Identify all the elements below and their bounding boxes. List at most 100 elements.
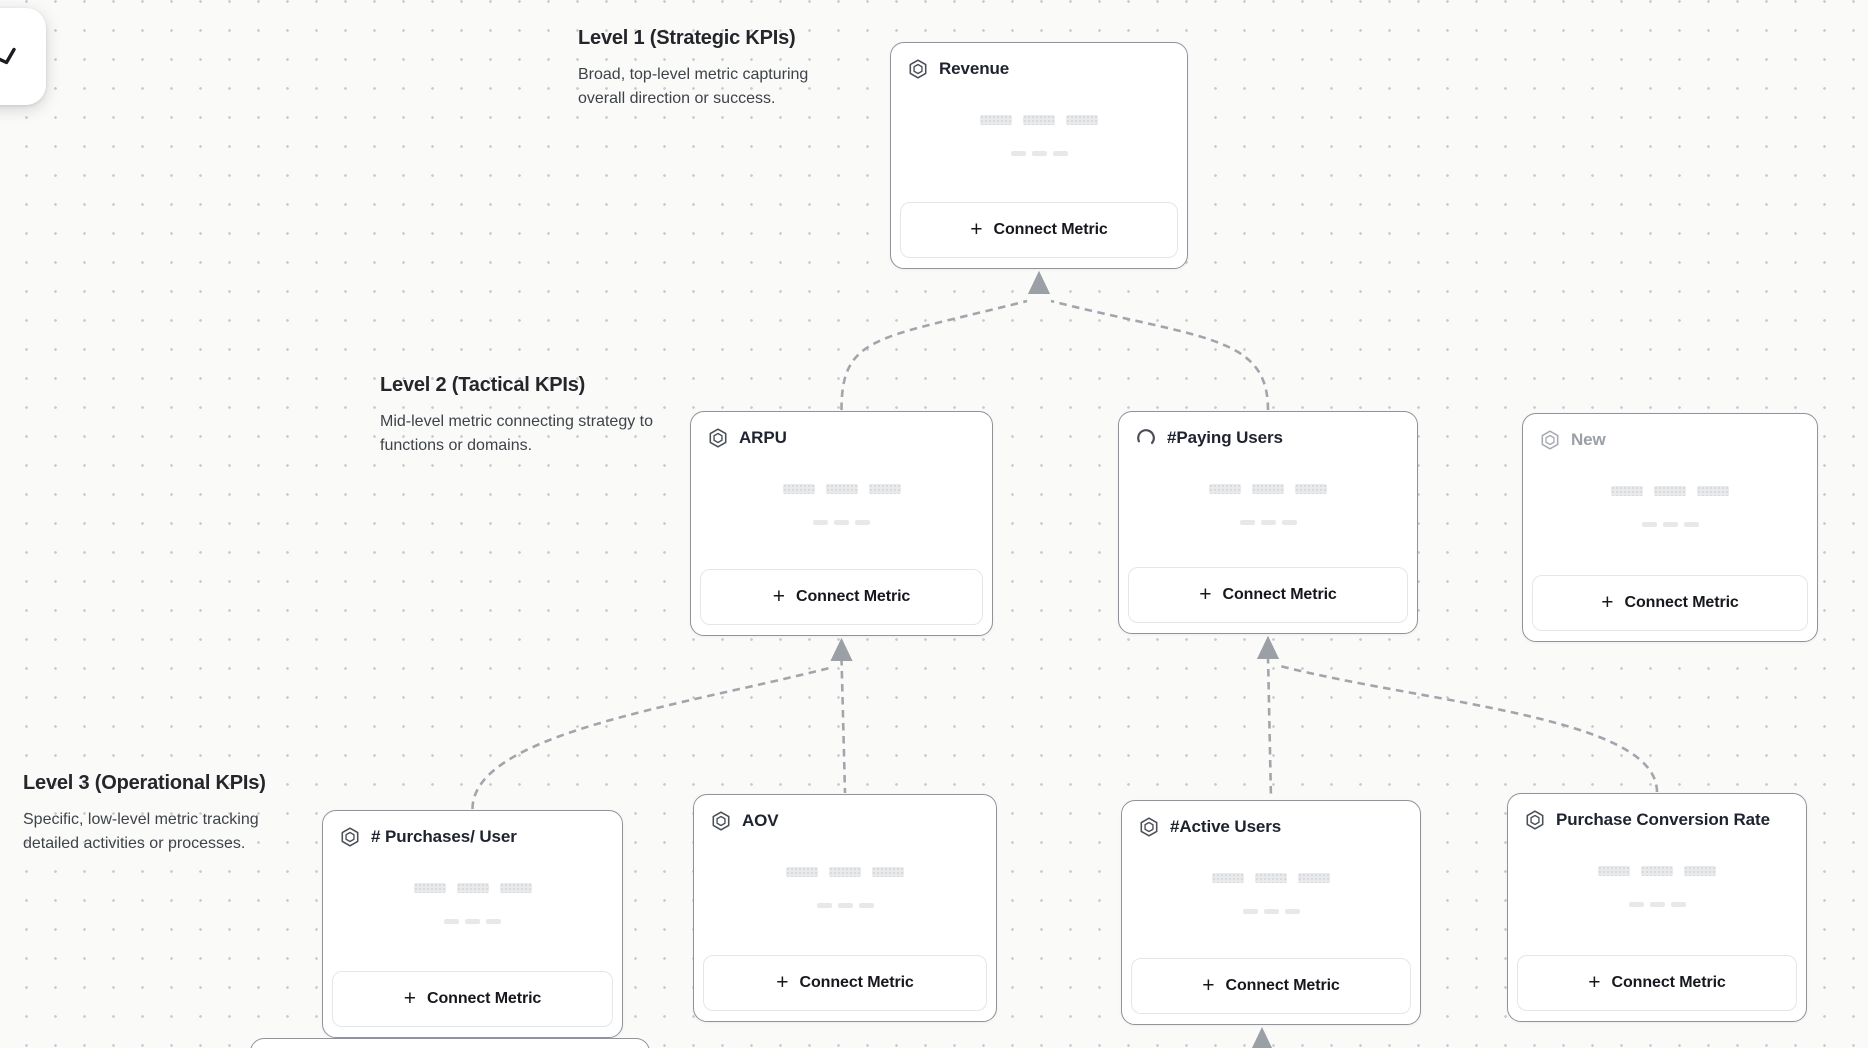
arrowhead-icon <box>1028 271 1050 294</box>
connect-metric-label: Connect Metric <box>1222 586 1337 603</box>
metric-card-title: #Paying Users <box>1167 428 1283 447</box>
arrowhead-icon <box>830 638 853 661</box>
skeleton-bar <box>872 867 904 877</box>
level-section-description: Broad, top-level metric capturing overal… <box>578 66 809 107</box>
metric-card-paying-users[interactable]: #Paying Users + Connect Metric <box>1118 411 1418 634</box>
hexagon-icon <box>1140 817 1158 837</box>
arrowhead-icon <box>830 638 853 661</box>
skeleton-bar <box>813 520 828 525</box>
level-section-title: Level 3 (Operational KPIs) <box>23 772 266 794</box>
edge-purchase-conversion-rate-to-paying-users <box>1279 664 1659 793</box>
toolbar-button[interactable] <box>0 8 46 105</box>
skeleton-bar <box>1683 522 1699 527</box>
metric-card-title: AOV <box>742 811 779 830</box>
skeleton-bar <box>486 919 501 924</box>
level-section: Level 3 (Operational KPIs) Specific, low… <box>23 772 299 856</box>
skeleton-bar <box>980 115 1012 125</box>
skeleton-bar <box>1295 484 1327 494</box>
skeleton-bar <box>1252 484 1284 494</box>
metric-card-purchases-user[interactable]: # Purchases/ User + Connect Metric <box>322 810 623 1038</box>
skeleton-bar <box>1654 486 1686 496</box>
metric-skeleton <box>1119 484 1417 525</box>
connect-metric-button[interactable]: + Connect Metric <box>900 202 1178 258</box>
metric-card-new[interactable]: New + Connect Metric <box>1522 413 1818 642</box>
skeleton-bar <box>456 883 489 893</box>
skeleton-bar <box>1611 486 1643 496</box>
connect-metric-label: Connect Metric <box>1624 594 1739 611</box>
skeleton-bar <box>1010 151 1026 156</box>
metric-card-header: Revenue <box>891 43 1187 80</box>
skeleton-bar <box>1242 909 1258 914</box>
arrowhead-icon <box>1251 1027 1273 1048</box>
hexagon-icon <box>1541 430 1559 450</box>
level-section: Level 1 (Strategic KPIs) Broad, top-leve… <box>578 27 854 111</box>
hexagon-icon <box>1526 810 1544 830</box>
hexagon-icon <box>909 59 927 79</box>
plus-icon: + <box>772 584 786 608</box>
metric-card-header: Purchase Conversion Rate <box>1508 794 1806 831</box>
edge-aov-to-arpu <box>840 657 847 794</box>
connect-metric-button[interactable]: + Connect Metric <box>1128 567 1408 623</box>
skeleton-bar <box>1212 873 1244 883</box>
plus-icon: + <box>776 970 789 994</box>
plus-icon: + <box>1202 973 1215 997</box>
skeleton-bar <box>1023 115 1055 125</box>
skeleton-bar <box>444 919 459 924</box>
skeleton-bar <box>1662 522 1678 527</box>
skeleton-bar <box>855 520 870 525</box>
metric-card-title: ARPU <box>739 428 787 447</box>
arrowhead-icon <box>1257 636 1279 659</box>
skeleton-bar <box>782 484 815 494</box>
connect-metric-button[interactable]: + Connect Metric <box>700 569 983 625</box>
skeleton-bar <box>837 903 853 908</box>
skeleton-bar <box>1649 902 1665 907</box>
metric-card-title: New <box>1571 430 1606 449</box>
metric-card-revenue[interactable]: Revenue + Connect Metric <box>890 42 1188 269</box>
metric-card-aov[interactable]: AOV + Connect Metric <box>693 794 997 1022</box>
metric-card-purchase-conversion-rate[interactable]: Purchase Conversion Rate + Connect Metri… <box>1507 793 1807 1022</box>
skeleton-bar <box>868 484 901 494</box>
metric-card-header: New <box>1523 414 1817 451</box>
connect-metric-label: Connect Metric <box>1611 974 1726 991</box>
metric-card-arpu[interactable]: ARPU + Connect Metric <box>690 411 993 636</box>
edge-arpu-to-revenue <box>840 299 1028 411</box>
skeleton-bar <box>465 919 480 924</box>
skeleton-bar <box>1697 486 1729 496</box>
connect-metric-button[interactable]: + Connect Metric <box>703 955 987 1011</box>
metric-skeleton <box>1508 866 1806 907</box>
skeleton-bar <box>829 867 861 877</box>
connect-metric-label: Connect Metric <box>1225 977 1340 994</box>
cursor-icon <box>0 47 16 65</box>
skeleton-bar <box>1209 484 1241 494</box>
connect-metric-label: Connect Metric <box>796 588 911 605</box>
connect-metric-button[interactable]: + Connect Metric <box>1131 958 1411 1014</box>
metric-card-title: Revenue <box>939 59 1010 78</box>
skeleton-bar <box>1684 866 1716 876</box>
metric-card-header: ARPU <box>691 412 992 449</box>
metric-skeleton <box>1122 873 1420 914</box>
level-section: Level 2 (Tactical KPIs) Mid-level metric… <box>380 374 656 458</box>
edge-active-users-to-paying-users <box>1266 655 1273 800</box>
skeleton-bar <box>1628 902 1644 907</box>
skeleton-bar <box>1260 520 1276 525</box>
hexagon-icon <box>709 428 727 448</box>
metric-card-active-users[interactable]: #Active Users + Connect Metric <box>1121 800 1421 1025</box>
partial-metric-card[interactable] <box>250 1038 650 1048</box>
skeleton-bar <box>1284 909 1300 914</box>
skeleton-bar <box>825 484 858 494</box>
connect-metric-label: Connect Metric <box>427 990 542 1007</box>
arrowhead-icon <box>1028 271 1050 294</box>
connect-metric-button[interactable]: + Connect Metric <box>1532 575 1808 631</box>
metric-card-header: AOV <box>694 795 996 832</box>
skeleton-bar <box>1263 909 1279 914</box>
skeleton-bar <box>1670 902 1686 907</box>
hexagon-icon <box>341 827 359 847</box>
skeleton-bar <box>499 883 532 893</box>
connect-metric-button[interactable]: + Connect Metric <box>332 971 613 1027</box>
connect-metric-button[interactable]: + Connect Metric <box>1517 955 1797 1011</box>
metric-card-header: # Purchases/ User <box>323 811 622 848</box>
plus-icon: + <box>1199 582 1212 606</box>
edge-paying-users-to-revenue <box>1050 299 1270 411</box>
metric-card-title: #Active Users <box>1170 817 1282 836</box>
